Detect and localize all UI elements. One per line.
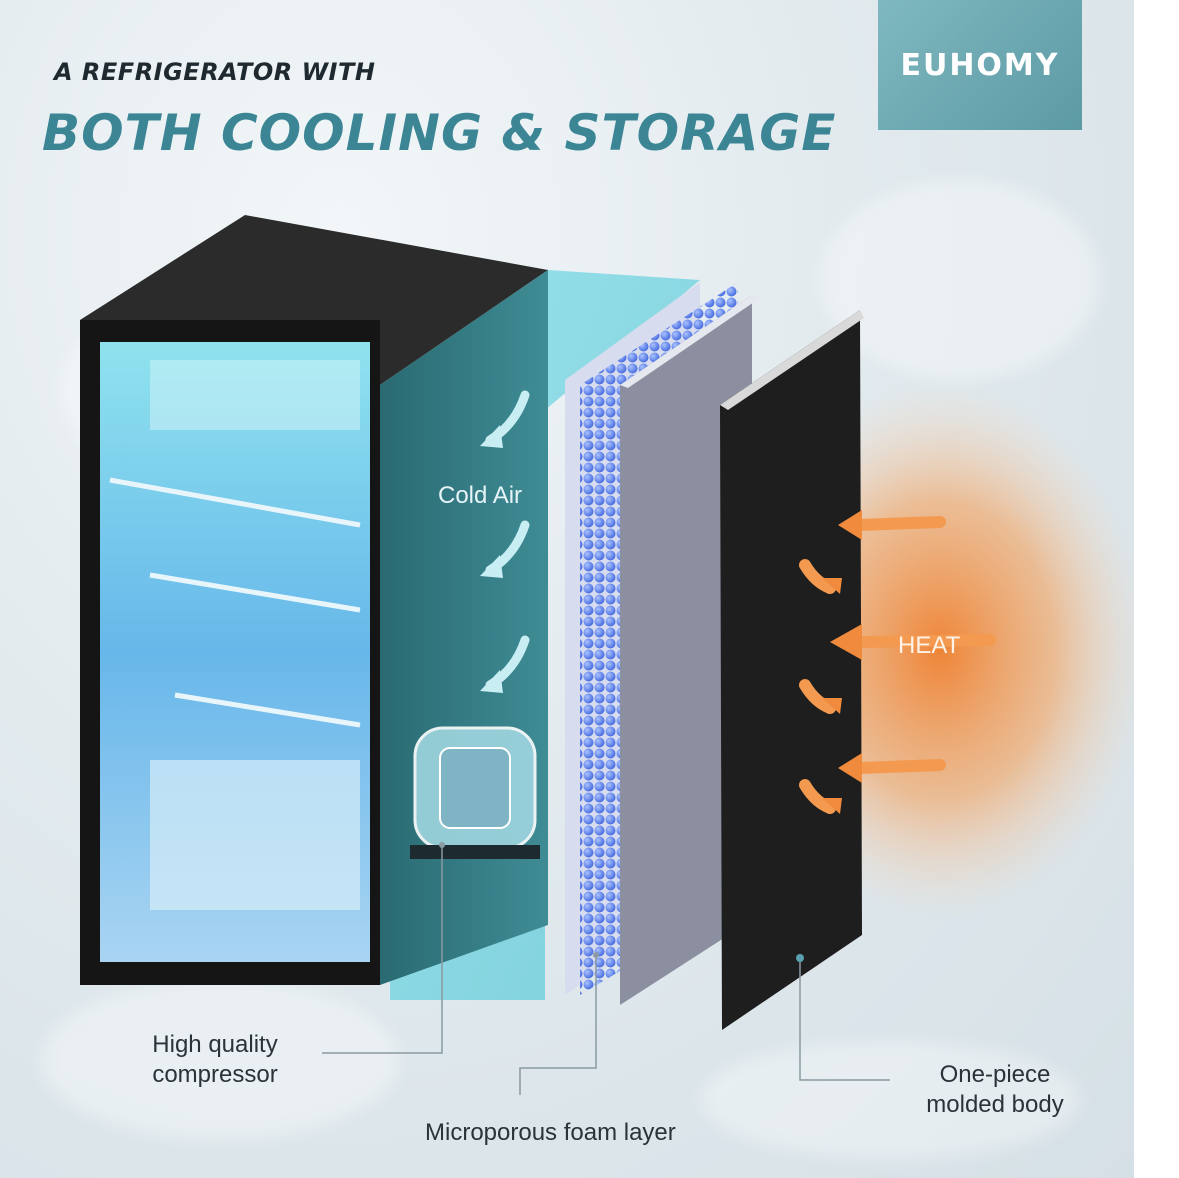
compressor	[410, 726, 540, 859]
freezer-compartment	[150, 360, 360, 430]
brand-logo: EUHOMY	[878, 0, 1082, 130]
product-infographic: A REFRIGERATOR WITH BOTH COOLING & STORA…	[0, 0, 1134, 1178]
headline-line-1: A REFRIGERATOR WITH	[54, 58, 376, 86]
cold-air-arrowheads	[480, 425, 503, 693]
heat-arrowheads	[822, 510, 862, 814]
headline-line-2: BOTH COOLING & STORAGE	[42, 104, 837, 162]
foam-layer-top-edge	[620, 295, 760, 388]
foam-layer-panel	[620, 295, 752, 1005]
callout-leader-lines	[322, 845, 890, 1095]
fridge-shelves	[109, 477, 361, 728]
frost-texture	[40, 980, 400, 1140]
refrigerator-cutaway-diagram	[80, 215, 1134, 1095]
crisper-drawer	[150, 760, 360, 910]
heat-arrows	[799, 516, 996, 814]
heat-label: HEAT	[898, 632, 961, 659]
frost-texture	[700, 1040, 1080, 1160]
compressor-callout: High quality compressor	[152, 1031, 278, 1088]
compressor-callout-dot	[439, 842, 445, 848]
one-piece-molded-body	[720, 310, 862, 1030]
body-callout: One-piece molded body	[926, 1061, 1064, 1118]
frost-texture	[820, 180, 1100, 380]
body-panel-edge	[720, 310, 864, 410]
foam-callout-dot	[593, 952, 599, 958]
fridge-side-panel	[380, 270, 548, 985]
cold-air-label: Cold Air	[438, 482, 523, 509]
foam-callout: Microporous foam layer	[425, 1119, 676, 1146]
body-callout-dot	[796, 954, 804, 962]
